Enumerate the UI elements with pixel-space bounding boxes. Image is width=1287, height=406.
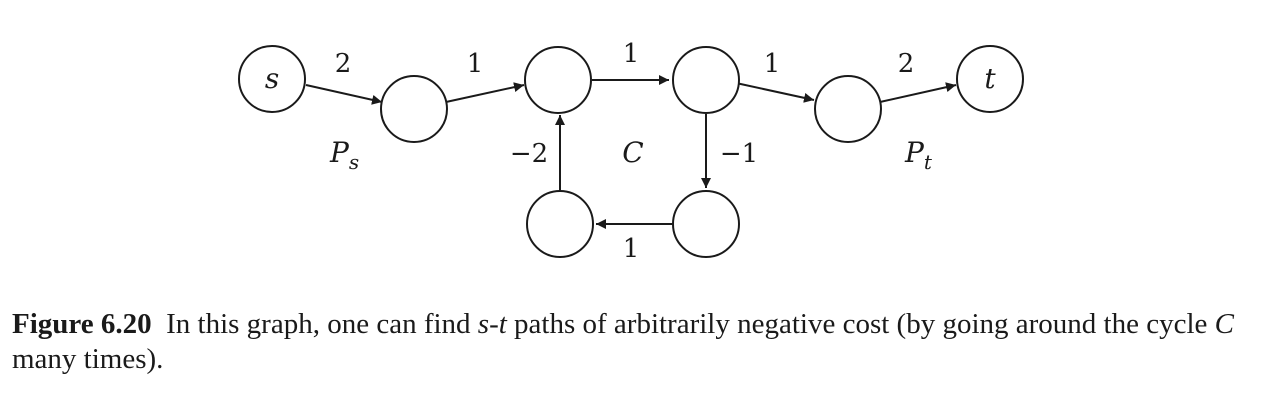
graph-svg: s t 2 1 1 1 2 −1 1 −2 Ps C Pt — [238, 39, 1024, 264]
caption-cycle: C — [1214, 308, 1234, 340]
weight-e-f: 1 — [623, 234, 640, 264]
weight-a-b: 1 — [467, 49, 484, 79]
label-path-s-sub: s — [349, 150, 359, 174]
weight-b-c: 1 — [623, 39, 640, 69]
edge-a-b — [445, 82, 525, 103]
node-t — [956, 45, 1024, 113]
weight-f-b: −2 — [510, 139, 548, 169]
edge-c-d — [735, 82, 815, 103]
caption-st: s-t — [477, 308, 507, 340]
caption-text-2: paths of arbitrarily negative cost (by g… — [506, 308, 1215, 340]
node-b — [524, 46, 592, 114]
label-path-t-sub: t — [924, 150, 933, 174]
label-cycle: C — [622, 136, 643, 169]
node-d — [814, 75, 882, 143]
caption-text-1: In this graph, one can find — [166, 308, 478, 340]
caption-text-3: many times). — [12, 343, 164, 375]
weight-c-d: 1 — [764, 49, 781, 79]
figure-caption: Figure 6.20 In this graph, one can find … — [12, 307, 1277, 377]
figure-label: Figure 6.20 — [12, 308, 152, 340]
edge-d-t — [879, 82, 957, 103]
label-path-s: Ps — [329, 136, 359, 174]
weight-s-a: 2 — [335, 49, 352, 79]
label-path-t: Pt — [904, 136, 933, 174]
edge-s-a — [305, 84, 383, 105]
node-c — [672, 46, 740, 114]
weight-c-e: −1 — [720, 139, 758, 169]
node-s-label: s — [265, 62, 279, 95]
label-path-s-main: P — [329, 136, 350, 169]
node-a — [380, 75, 448, 143]
node-f — [526, 190, 594, 258]
weight-d-t: 2 — [898, 49, 915, 79]
node-s — [238, 45, 306, 113]
label-path-t-main: P — [904, 136, 925, 169]
graph-diagram: s t 2 1 1 1 2 −1 1 −2 Ps C Pt — [238, 39, 1024, 264]
node-t-label: t — [984, 62, 996, 95]
node-e — [672, 190, 740, 258]
